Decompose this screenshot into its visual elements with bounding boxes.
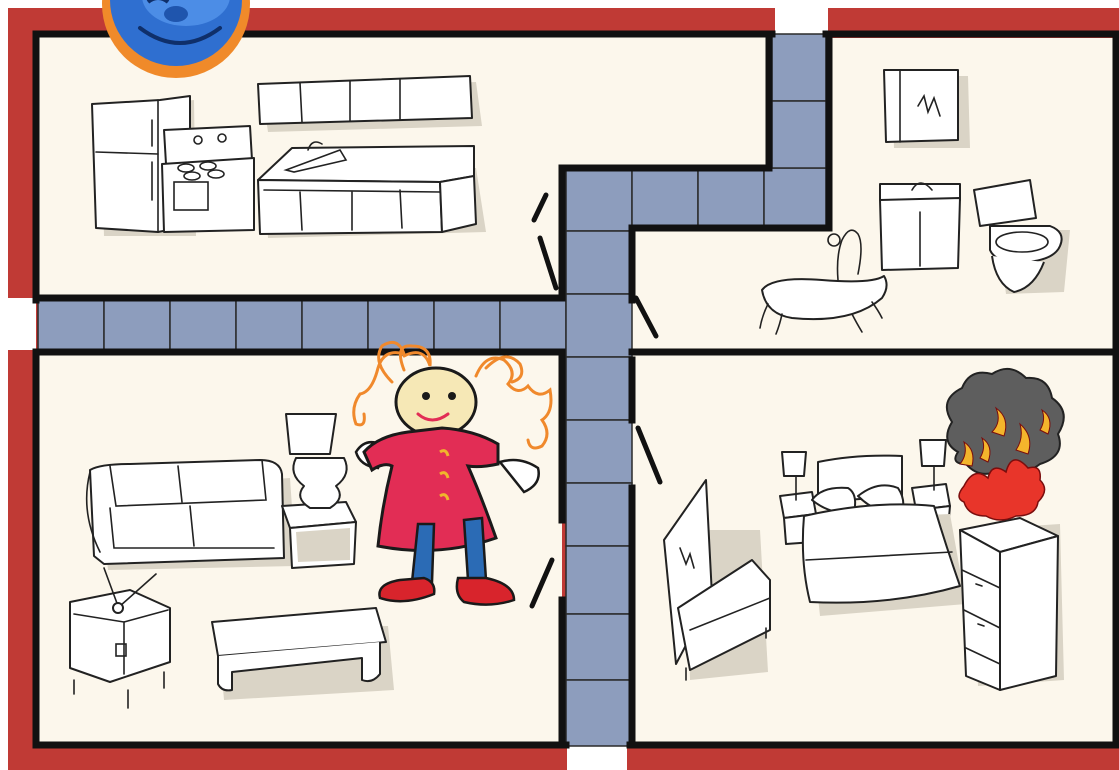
side-table [282,502,356,568]
character-eye-left [422,392,430,400]
medicine-cabinet [884,70,970,148]
bathroom-vanity [880,183,960,270]
sofa [87,460,296,570]
character-leg-right [464,518,486,580]
kitchen-upper-cabinets [258,76,482,132]
character-face [396,368,476,436]
kitchen [92,76,486,238]
exit-bottom[interactable] [567,746,627,770]
exit-left[interactable] [8,298,36,350]
chest-of-drawers [960,518,1064,690]
kitchen-counter [258,142,486,238]
coffee-table [212,608,394,700]
stove [162,126,254,232]
exit-top[interactable] [775,8,828,34]
character-eye-right [448,392,456,400]
